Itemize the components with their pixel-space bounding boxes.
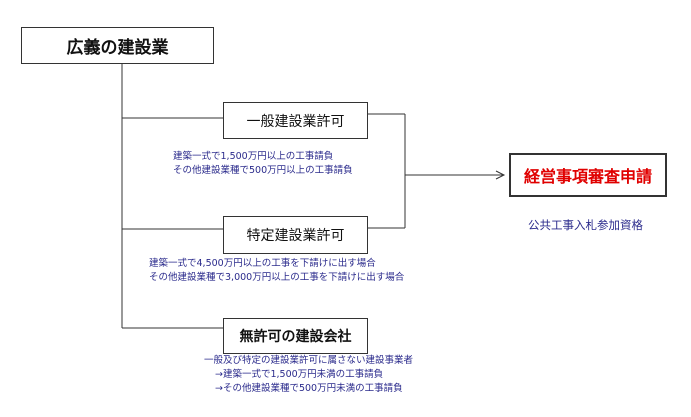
unlicensed-company-note-line: 一般及び特定の建設業許可に属さない建設事業者 <box>204 355 414 366</box>
unlicensed-company-note-line: →建築一式で1,500万円未満の工事請負 <box>215 369 384 380</box>
public-bid-caption: 公共工事入札参加資格 <box>528 218 643 232</box>
general-permit-note-line: 建築一式で1,500万円以上の工事請負 <box>173 151 334 162</box>
main-category-label: 広義の建設業 <box>66 38 169 58</box>
general-permit-label: 一般建設業許可 <box>246 113 345 130</box>
special-permit-note: 建築一式で4,500万円以上の工事を下請けに出す場合 その他建設業種で3,000… <box>149 257 404 285</box>
special-permit-note-line: 建築一式で4,500万円以上の工事を下請けに出す場合 <box>149 258 376 269</box>
unlicensed-company-note-line: →その他建設業種で500万円未満の工事請負 <box>215 383 403 394</box>
management-review-box: 経営事項審査申請 <box>509 153 667 197</box>
special-permit-box: 特定建設業許可 <box>223 216 368 254</box>
unlicensed-company-box: 無許可の建設会社 <box>223 318 368 354</box>
special-permit-note-line: その他建設業種で3,000万円以上の工事を下請けに出す場合 <box>149 272 405 283</box>
management-review-label: 経営事項審査申請 <box>523 167 652 186</box>
special-permit-label: 特定建設業許可 <box>246 228 345 244</box>
general-permit-box: 一般建設業許可 <box>223 102 368 139</box>
unlicensed-company-note: 一般及び特定の建設業許可に属さない建設事業者 →建築一式で1,500万円未満の工… <box>204 354 413 396</box>
main-category-box: 広義の建設業 <box>21 27 214 64</box>
arrow-head <box>495 170 506 180</box>
general-permit-note-line: その他建設業種で500万円以上の工事請負 <box>173 165 353 176</box>
general-permit-note: 建築一式で1,500万円以上の工事請負 その他建設業種で500万円以上の工事請負 <box>173 150 353 178</box>
unlicensed-company-label: 無許可の建設会社 <box>239 329 352 345</box>
